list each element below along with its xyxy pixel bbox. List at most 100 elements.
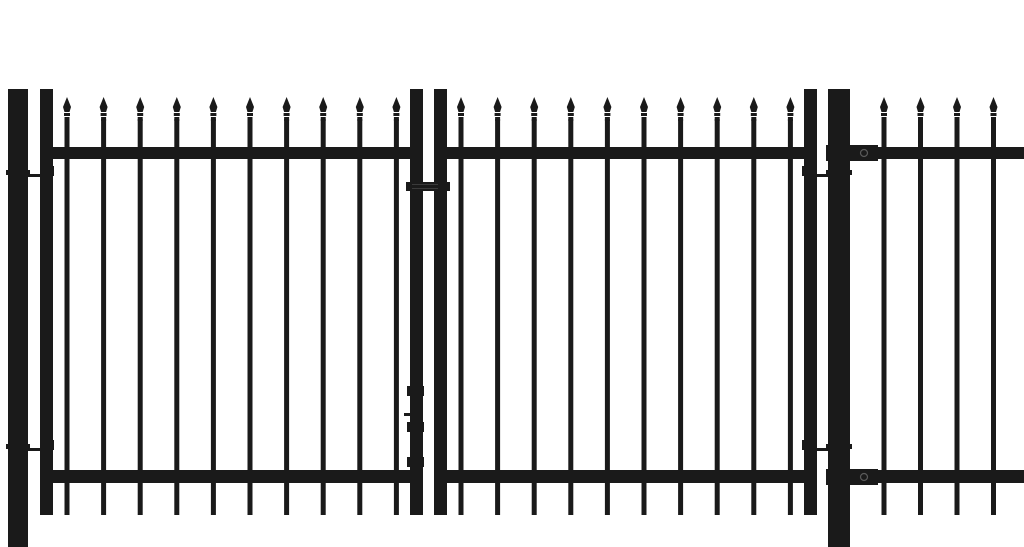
fence-picket — [916, 97, 925, 515]
left-gate-picket — [319, 97, 328, 515]
posts-group — [8, 89, 850, 547]
picket-bar — [320, 119, 326, 515]
fence-bracket-icon — [826, 469, 878, 485]
latch-bolt — [412, 185, 438, 188]
fence-picket — [953, 97, 961, 515]
finial-tip — [99, 97, 108, 112]
spear-finial-icon — [136, 97, 145, 121]
left-gate-picket — [172, 97, 181, 515]
left-gate-picket — [136, 97, 145, 515]
left-gate-bottom-rail — [53, 470, 410, 483]
hinge-icon — [802, 440, 852, 451]
finial-collar — [881, 113, 887, 116]
spear-finial-icon — [749, 97, 758, 121]
finial-tip — [786, 97, 795, 112]
picket-bar — [991, 119, 996, 515]
spear-finial-icon — [392, 97, 401, 121]
picket-bar — [357, 119, 363, 515]
picket-bar — [714, 119, 720, 515]
picket-bar — [678, 119, 684, 515]
finial-tip — [355, 97, 364, 112]
right-gate-hinge-stile — [804, 89, 817, 515]
left-gate-latch-stile — [410, 89, 423, 515]
right-gate-picket — [530, 97, 539, 515]
finial-collar — [210, 113, 217, 116]
spear-finial-icon — [676, 97, 685, 121]
picket-bar — [458, 119, 464, 515]
right-gate-picket — [676, 97, 685, 515]
finial-collar — [458, 113, 464, 116]
spear-finial-icon — [786, 97, 795, 121]
spear-finial-icon — [530, 97, 539, 121]
spear-finial-icon — [880, 97, 888, 121]
hinge-icon — [802, 166, 852, 177]
spear-finial-icon — [63, 97, 71, 121]
right-gate-picket — [786, 97, 795, 515]
finial-tip — [916, 97, 925, 112]
left-post — [8, 89, 28, 547]
finial-collar — [393, 113, 400, 116]
spear-finial-icon — [209, 97, 218, 121]
finial-tip — [676, 97, 685, 112]
picket-bar — [64, 119, 70, 515]
hinge-icon — [6, 440, 54, 451]
finial-collar — [954, 113, 960, 116]
finial-collar — [137, 113, 144, 116]
bracket-plate — [826, 145, 878, 161]
right-gate-picket — [749, 97, 758, 515]
right-gate-latch-stile — [434, 89, 447, 515]
hinge-collar — [826, 444, 852, 449]
left-gate-picket — [246, 97, 254, 515]
finial-collar — [356, 113, 363, 116]
drop-rod-icon — [404, 386, 424, 467]
bracket-bolt — [859, 148, 869, 158]
spear-finial-icon — [953, 97, 961, 121]
hinge-plate — [40, 166, 54, 176]
right-gate-picket — [640, 97, 648, 515]
finial-collar — [320, 113, 327, 116]
finial-tip — [493, 97, 502, 112]
picket-bar — [787, 119, 793, 515]
hinge-icon — [6, 166, 54, 177]
finial-tip — [713, 97, 722, 112]
finial-tip — [136, 97, 145, 112]
hinge-plate — [40, 440, 54, 450]
left-gate-picket — [355, 97, 364, 515]
picket-bar — [101, 119, 107, 515]
spear-finial-icon — [282, 97, 291, 121]
spear-finial-icon — [172, 97, 181, 121]
spear-finial-icon — [493, 97, 502, 121]
finial-tip — [953, 97, 961, 112]
finial-tip — [603, 97, 612, 112]
picket-bar — [247, 119, 253, 515]
fence-bracket-icon — [826, 145, 878, 161]
finial-collar — [247, 113, 253, 116]
left-gate-picket — [99, 97, 108, 515]
finial-tip — [457, 97, 465, 112]
bracket-bolt — [859, 472, 869, 482]
bracket-plate — [826, 469, 878, 485]
right-gate-picket — [566, 97, 575, 515]
hinge-collar — [826, 170, 852, 175]
left-gate-picket — [63, 97, 71, 515]
finial-collar — [494, 113, 501, 116]
left-gate-hinge-stile — [40, 89, 53, 515]
picket-bar — [210, 119, 216, 515]
finial-tip — [749, 97, 758, 112]
gate-hardware — [6, 145, 878, 485]
left-gate-picket — [282, 97, 291, 515]
picket-bar — [531, 119, 537, 515]
finial-collar — [64, 113, 70, 116]
picket-bar — [495, 119, 501, 515]
finial-collar — [173, 113, 180, 116]
finial-collar — [100, 113, 107, 116]
finial-collar — [283, 113, 290, 116]
picket-bar — [568, 119, 574, 515]
right-gate-bottom-rail — [447, 470, 804, 483]
drop-rod-guide-middle — [407, 422, 424, 432]
right-post — [828, 89, 850, 547]
spear-finial-icon — [640, 97, 648, 121]
finial-collar — [604, 113, 611, 116]
finial-collar — [531, 113, 538, 116]
